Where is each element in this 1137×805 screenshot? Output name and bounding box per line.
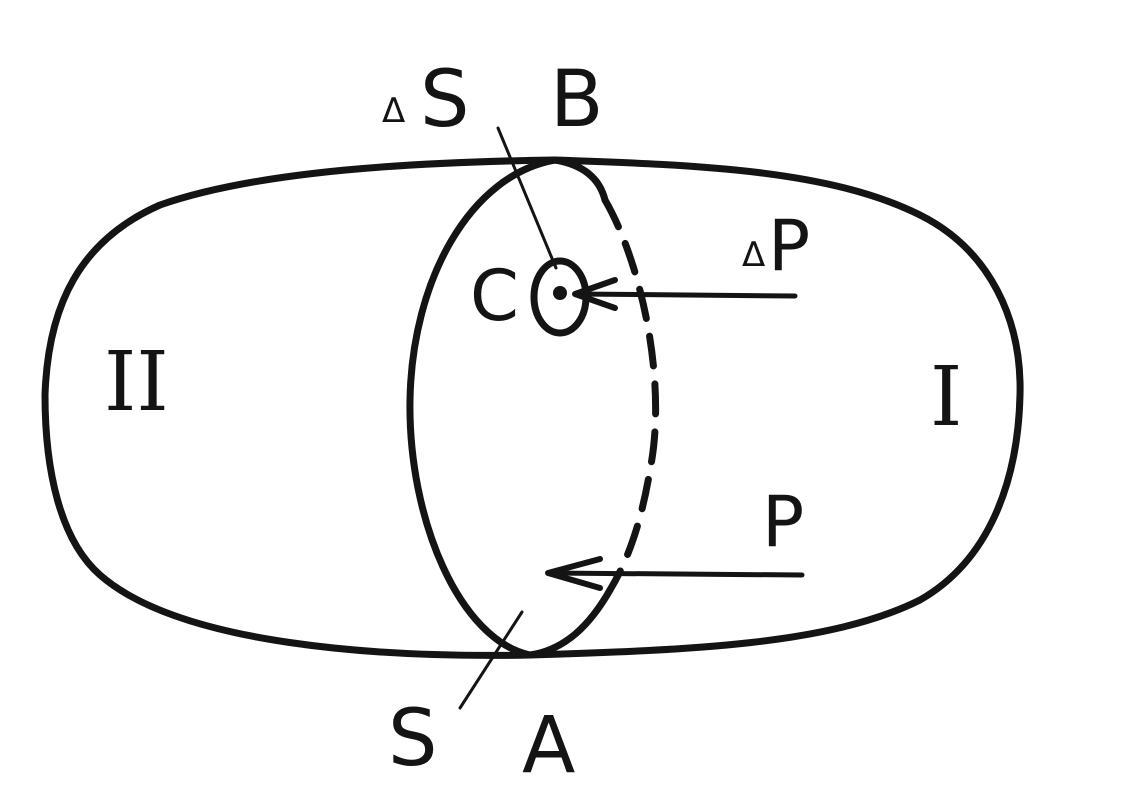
p-arrow-shaft — [545, 570, 805, 578]
section-back-arc-lower — [526, 586, 614, 659]
section-front-arc — [406, 156, 559, 659]
point-b-label: B — [550, 55, 604, 145]
delta-p-arrow-shaft — [572, 291, 798, 299]
point-c-label: C — [470, 255, 519, 337]
p-arrow-head — [545, 556, 603, 591]
section-back-arc-upper — [551, 156, 609, 204]
point-c-dot — [553, 286, 567, 300]
point-a-label: A — [522, 701, 575, 791]
section-back-arc-hidden — [601, 196, 660, 594]
outer-oval-body — [41, 156, 1024, 659]
delta-s-prefix: Δ — [382, 91, 405, 131]
force-p-label: P — [762, 481, 804, 563]
area-s-label: S — [388, 694, 438, 784]
delta-s-label: S — [420, 55, 470, 145]
delta-p-prefix: Δ — [742, 235, 765, 275]
delta-p-label: P — [768, 205, 810, 287]
region-two-label: II — [104, 335, 169, 430]
region-one-label: I — [930, 350, 962, 445]
delta-s-leader — [496, 126, 558, 270]
s-leader — [458, 610, 524, 710]
delta-p-arrow-head — [572, 277, 618, 311]
